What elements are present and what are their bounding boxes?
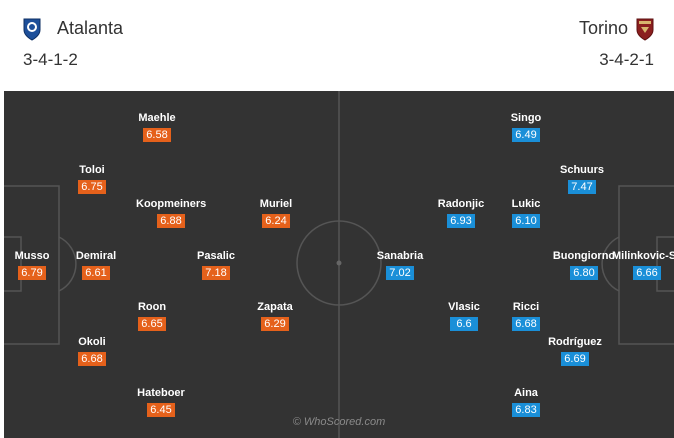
home-player-pasalic[interactable]: Pasalic 7.18: [181, 250, 251, 281]
player-rating: 6.49: [512, 128, 540, 142]
pitch-markings: [4, 91, 674, 438]
player-name: Ricci: [512, 301, 540, 313]
player-rating: 6.68: [78, 352, 106, 366]
player-rating: 6.61: [82, 266, 110, 280]
player-rating: 7.47: [568, 180, 596, 194]
player-rating: 6.75: [78, 180, 106, 194]
player-name: Hateboer: [137, 387, 185, 399]
player-rating: 6.88: [157, 214, 185, 228]
home-player-maehle[interactable]: Maehle 6.58: [122, 112, 192, 143]
home-team-name[interactable]: Atalanta: [57, 18, 124, 38]
player-rating: 7.02: [386, 266, 414, 280]
away-player-radonjic[interactable]: Radonjic 6.93: [426, 198, 496, 229]
player-rating: 6.24: [262, 214, 290, 228]
player-name: Sanabria: [376, 250, 424, 262]
player-name: Toloi: [79, 164, 105, 176]
player-rating: 6.58: [143, 128, 171, 142]
player-rating: 6.45: [147, 403, 175, 417]
away-team-name[interactable]: Torino: [578, 18, 628, 38]
player-rating: 6.10: [512, 214, 540, 228]
player-rating: 6.6: [450, 317, 478, 331]
player-rating: 6.80: [570, 266, 598, 280]
away-player-milinkovic-savic[interactable]: Milinkovic-Savic 6.66: [612, 250, 674, 281]
player-name: Schuurs: [559, 164, 604, 176]
player-name: Rodríguez: [548, 336, 602, 348]
away-player-vlasic[interactable]: Vlasic 6.6: [429, 301, 499, 332]
home-player-koopmeiners[interactable]: Koopmeiners 6.88: [136, 198, 206, 229]
player-name: Roon: [137, 301, 167, 313]
away-player-lukic[interactable]: Lukic 6.10: [491, 198, 561, 229]
player-name: Musso: [14, 250, 50, 262]
atalanta-crest-icon: [23, 18, 41, 41]
player-rating: 6.68: [512, 317, 540, 331]
match-header: Atalanta 3-4-1-2 Torino 3-4-2-1: [0, 0, 674, 86]
player-name: Milinkovic-Savic: [612, 250, 674, 262]
away-player-rodriguez[interactable]: Rodríguez 6.69: [540, 336, 610, 367]
player-rating: 6.69: [561, 352, 589, 366]
home-player-toloi[interactable]: Toloi 6.75: [57, 164, 127, 195]
home-player-roon[interactable]: Roon 6.65: [117, 301, 187, 332]
player-name: Aina: [514, 387, 538, 399]
player-rating: 6.65: [138, 317, 166, 331]
home-player-zapata[interactable]: Zapata 6.29: [240, 301, 310, 332]
player-name: Pasalic: [197, 250, 235, 262]
away-player-buongiorno[interactable]: Buongiorno 6.80: [549, 250, 619, 281]
player-name: Lukic: [511, 198, 541, 210]
player-name: Okoli: [78, 336, 106, 348]
away-formation: 3-4-2-1: [599, 50, 654, 69]
player-name: Muriel: [259, 198, 293, 210]
torino-crest-icon: [636, 18, 654, 41]
home-player-demiral[interactable]: Demiral 6.61: [61, 250, 131, 281]
player-rating: 7.18: [202, 266, 230, 280]
player-name: Maehle: [138, 112, 176, 124]
away-player-aina[interactable]: Aina 6.83: [491, 387, 561, 418]
away-player-singo[interactable]: Singo 6.49: [491, 112, 561, 143]
watermark: © WhoScored.com: [292, 416, 386, 428]
player-rating: 6.83: [512, 403, 540, 417]
away-player-ricci[interactable]: Ricci 6.68: [491, 301, 561, 332]
away-player-schuurs[interactable]: Schuurs 7.47: [547, 164, 617, 195]
home-player-okoli[interactable]: Okoli 6.68: [57, 336, 127, 367]
player-name: Koopmeiners: [136, 198, 207, 210]
away-player-sanabria[interactable]: Sanabria 7.02: [365, 250, 435, 281]
home-player-musso[interactable]: Musso 6.79: [4, 250, 67, 281]
player-name: Vlasic: [448, 301, 480, 313]
player-name: Demiral: [75, 250, 117, 262]
home-player-muriel[interactable]: Muriel 6.24: [241, 198, 311, 229]
home-formation: 3-4-1-2: [23, 50, 78, 69]
pitch: Musso 6.79 Toloi 6.75 Demiral 6.61 Okoli…: [4, 91, 674, 438]
player-name: Radonjic: [437, 198, 485, 210]
player-rating: 6.93: [447, 214, 475, 228]
player-name: Zapata: [257, 301, 293, 313]
player-rating: 6.66: [633, 266, 661, 280]
home-player-hateboer[interactable]: Hateboer 6.45: [126, 387, 196, 418]
player-name: Singo: [510, 112, 542, 124]
player-name: Buongiorno: [552, 250, 616, 262]
player-rating: 6.29: [261, 317, 289, 331]
player-rating: 6.79: [18, 266, 46, 280]
